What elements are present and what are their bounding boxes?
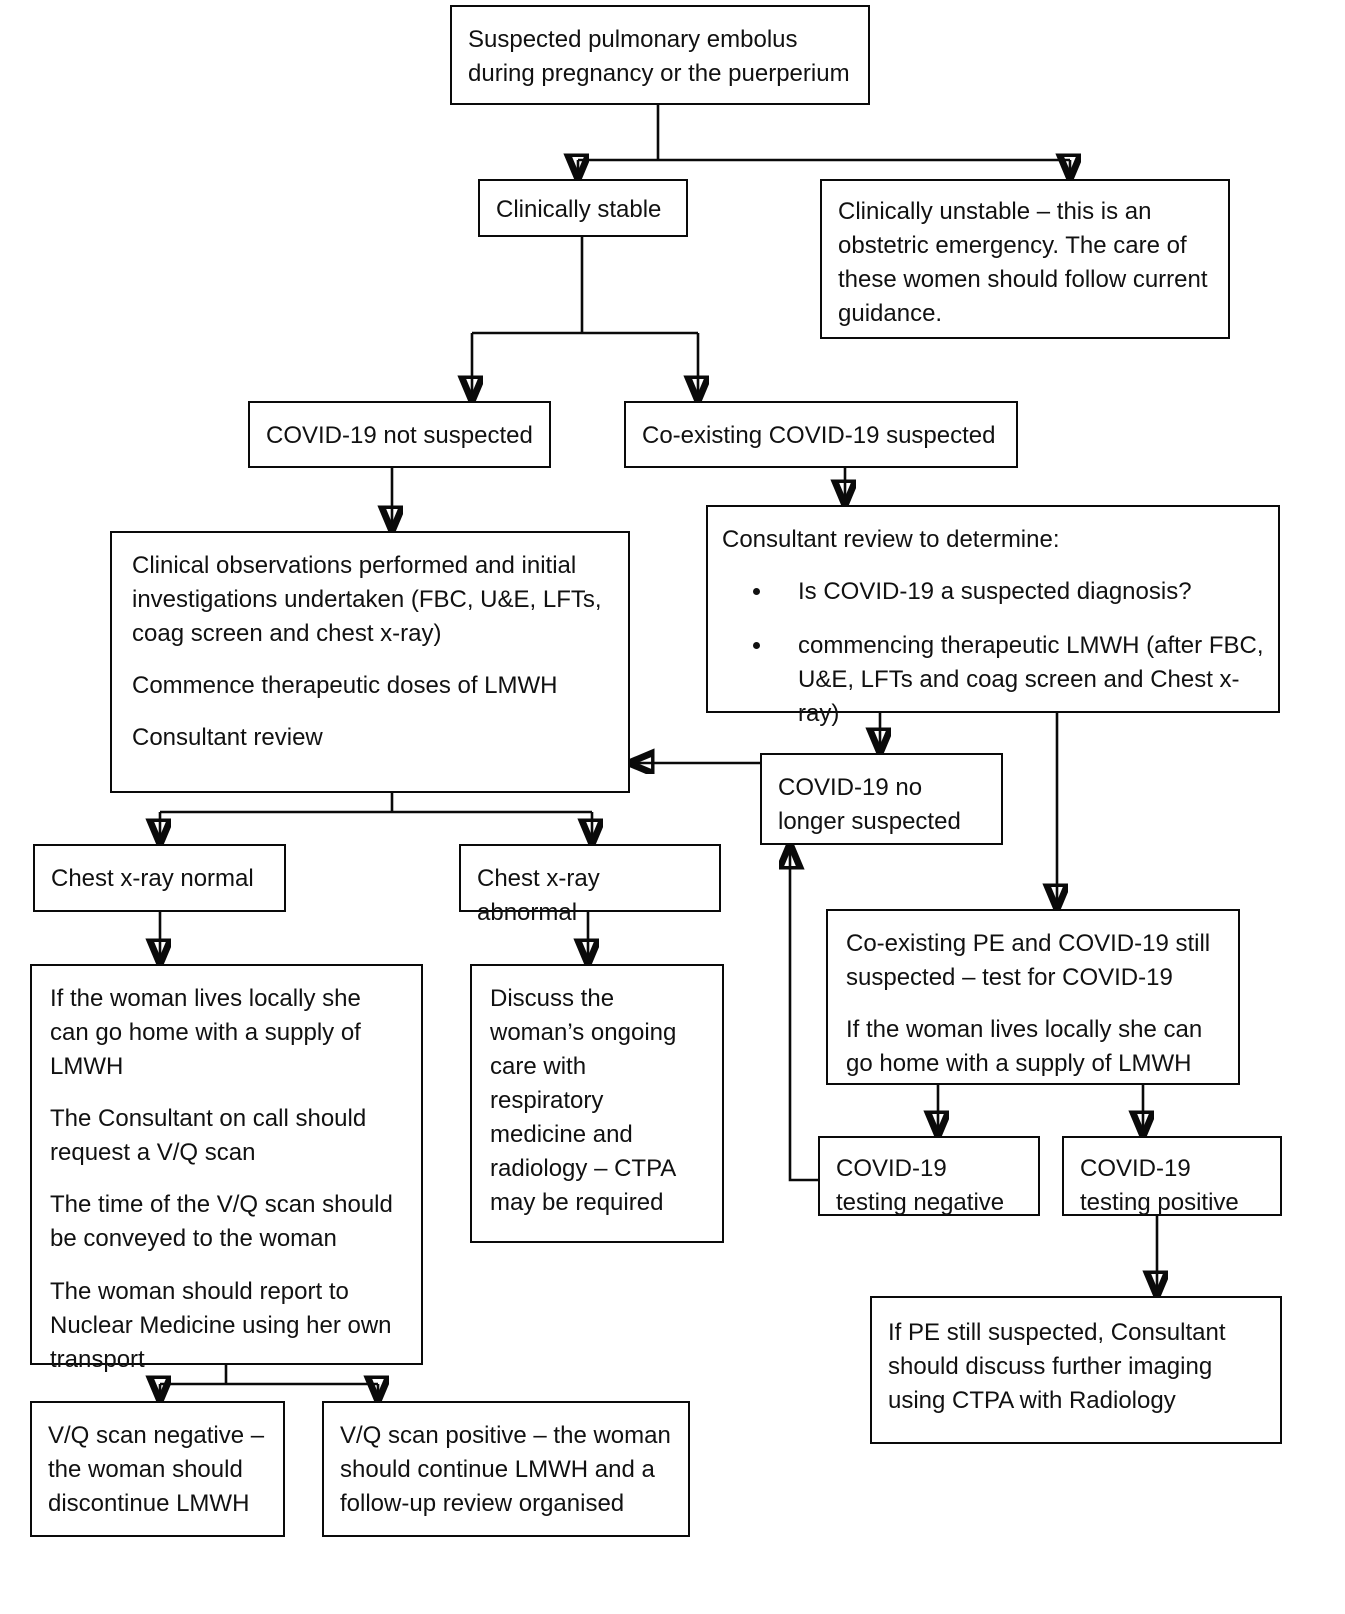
node-pe-still-suspected-text: If PE still suspected, Consultant should…	[888, 1319, 1226, 1415]
node-home-vq-line2: The Consultant on call should request a …	[50, 1105, 367, 1167]
node-clinically-stable[interactable]: Clinically stable	[478, 179, 688, 237]
node-chest-xray-abnormal-text: Chest x-ray abnormal	[477, 865, 600, 927]
node-home-and-vq-scan-pathway[interactable]: If the woman lives locally she can go ho…	[30, 964, 423, 1373]
wire-negative-back-up	[790, 845, 818, 1182]
node-coexisting-pe-line2: If the woman lives locally she can go ho…	[846, 1016, 1203, 1078]
node-root-text: Suspected pulmonary embolus during pregn…	[468, 26, 850, 88]
consultant-review-bullet-list: Is COVID-19 a suspected diagnosis? comme…	[722, 575, 1264, 731]
node-covid19-not-suspected[interactable]: COVID-19 not suspected	[248, 401, 551, 468]
node-vq-scan-negative-text: V/Q scan negative – the woman should dis…	[48, 1422, 265, 1518]
node-covid19-testing-positive-text: COVID-19 testing positive	[1080, 1155, 1239, 1217]
node-coexisting-pe-and-covid19[interactable]: Co-existing PE and COVID-19 still suspec…	[826, 909, 1240, 1085]
node-clinically-unstable-text: Clinically unstable – this is an obstetr…	[838, 198, 1208, 328]
node-pe-still-suspected-ctpa[interactable]: If PE still suspected, Consultant should…	[870, 1296, 1282, 1444]
node-covid19-no-longer-suspected[interactable]: COVID-19 no longer suspected	[760, 753, 1003, 845]
consultant-review-bullet-0: Is COVID-19 a suspected diagnosis?	[774, 575, 1264, 609]
node-covid19-testing-negative[interactable]: COVID-19 testing negative	[818, 1136, 1040, 1216]
node-consultant-review-heading: Consultant review to determine:	[722, 526, 1060, 553]
node-coexisting-pe-line1: Co-existing PE and COVID-19 still suspec…	[846, 930, 1211, 992]
node-consultant-review[interactable]: Consultant review to determine: Is COVID…	[706, 505, 1280, 727]
node-chest-xray-normal[interactable]: Chest x-ray normal	[33, 844, 286, 912]
node-home-vq-line4: The woman should report to Nuclear Medic…	[50, 1277, 392, 1373]
node-clinical-observations-line1: Clinical observations performed and init…	[132, 552, 602, 648]
node-covid19-testing-positive[interactable]: COVID-19 testing positive	[1062, 1136, 1282, 1216]
node-discuss-ongoing-care[interactable]: Discuss the woman’s ongoing care with re…	[470, 964, 724, 1243]
node-clinically-stable-text: Clinically stable	[496, 195, 662, 223]
node-clinical-observations[interactable]: Clinical observations performed and init…	[110, 531, 630, 793]
node-discuss-ongoing-care-text: Discuss the woman’s ongoing care with re…	[490, 985, 677, 1217]
consultant-review-bullet-1: commencing therapeutic LMWH (after FBC, …	[774, 629, 1264, 731]
node-vq-scan-positive[interactable]: V/Q scan positive – the woman should con…	[322, 1401, 690, 1537]
node-chest-xray-abnormal[interactable]: Chest x-ray abnormal	[459, 844, 721, 926]
node-home-vq-line1: If the woman lives locally she can go ho…	[50, 985, 361, 1081]
node-covid19-testing-negative-text: COVID-19 testing negative	[836, 1155, 1005, 1217]
node-clinical-observations-line2: Commence therapeutic doses of LMWH	[132, 672, 558, 700]
node-coexisting-covid19-suspected-text: Co-existing COVID-19 suspected	[642, 422, 996, 449]
node-vq-scan-positive-text: V/Q scan positive – the woman should con…	[340, 1422, 671, 1518]
node-covid19-not-suspected-text: COVID-19 not suspected	[266, 422, 533, 449]
node-suspected-pulmonary-embolus[interactable]: Suspected pulmonary embolus during pregn…	[450, 5, 870, 105]
node-clinical-observations-line3: Consultant review	[132, 724, 323, 752]
node-chest-xray-normal-text: Chest x-ray normal	[51, 865, 254, 892]
node-covid19-no-longer-suspected-text: COVID-19 no longer suspected	[778, 774, 961, 836]
node-vq-scan-negative[interactable]: V/Q scan negative – the woman should dis…	[30, 1401, 285, 1537]
node-clinically-unstable[interactable]: Clinically unstable – this is an obstetr…	[820, 179, 1230, 339]
node-coexisting-covid19-suspected[interactable]: Co-existing COVID-19 suspected	[624, 401, 1018, 468]
node-home-vq-line3: The time of the V/Q scan should be conve…	[50, 1191, 393, 1253]
